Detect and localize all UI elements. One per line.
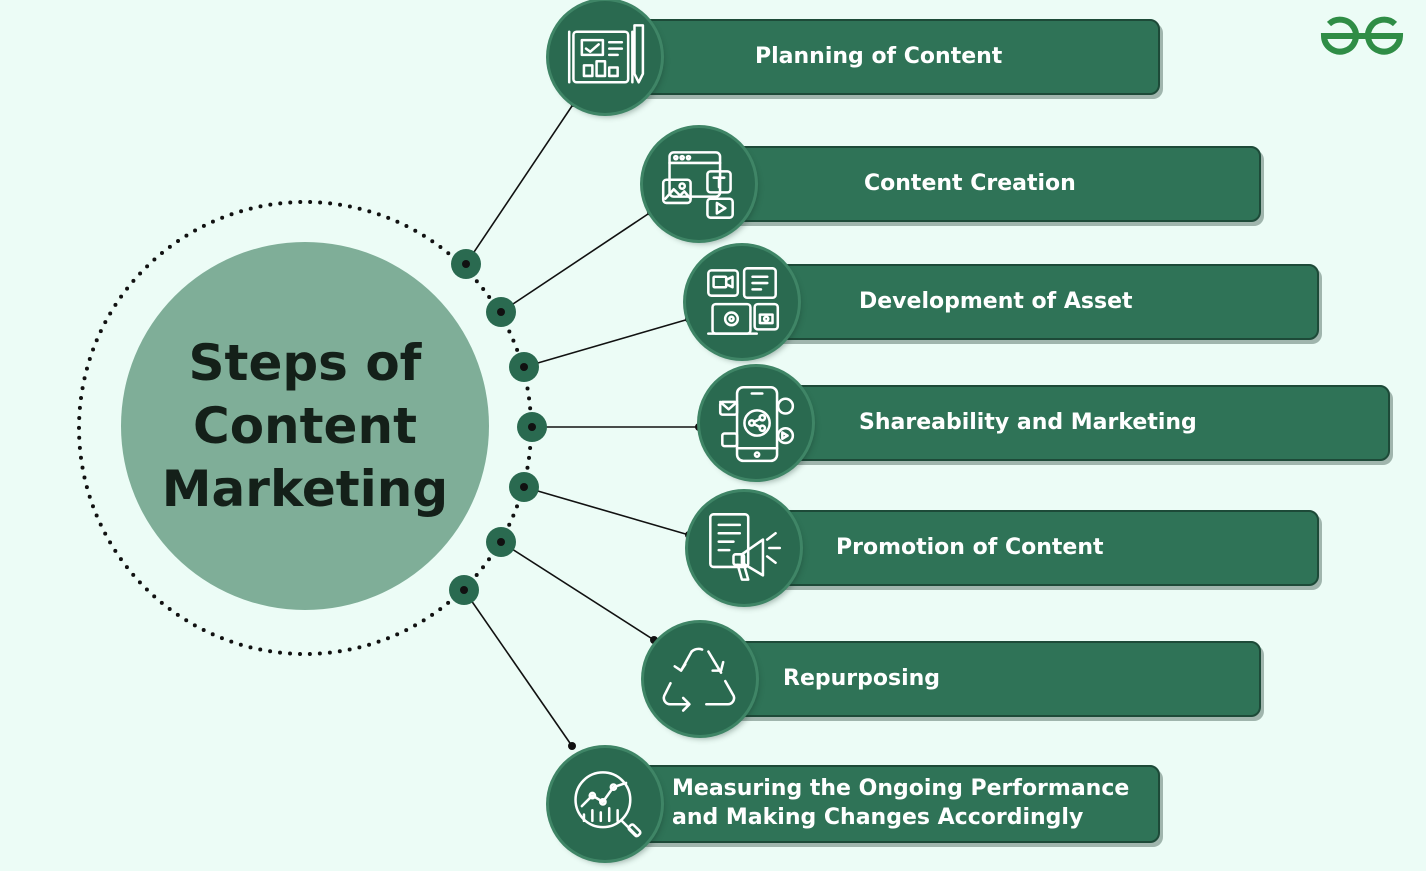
planning-board-icon	[549, 1, 661, 113]
step-bar: Development of Asset	[745, 264, 1319, 340]
orbit-node-dot	[460, 586, 468, 594]
connector-line	[500, 211, 652, 313]
step-label: Content Creation	[864, 170, 1076, 196]
orbit-node-dot	[497, 538, 505, 546]
step-label: Measuring the Ongoing Performance and Ma…	[672, 776, 1130, 830]
step-bar: Promotion of Content	[745, 510, 1319, 586]
recycle-icon	[644, 623, 756, 735]
step-bar: Planning of Content	[600, 19, 1160, 95]
step-bar: Repurposing	[700, 641, 1261, 717]
connector-end-dot	[568, 742, 576, 750]
connector-line	[463, 589, 573, 747]
step-label: Shareability and Marketing	[859, 409, 1197, 435]
orbit-node-dot	[520, 483, 528, 491]
hub-circle	[121, 242, 489, 610]
step-bar: Content Creation	[700, 146, 1261, 222]
mobile-share-icon	[700, 367, 812, 479]
step-bar: Measuring the Ongoing Performance and Ma…	[600, 765, 1160, 843]
analytics-magnifier-icon	[549, 748, 661, 860]
connector-line	[523, 486, 690, 536]
orbit-node-dot	[462, 260, 470, 268]
asset-devices-icon	[686, 246, 798, 358]
orbit-node-dot	[528, 423, 536, 431]
connector-line	[465, 102, 575, 265]
connector-line	[500, 541, 655, 641]
step-label: Repurposing	[783, 665, 941, 691]
connector-line	[523, 318, 690, 368]
connector-end-dot	[650, 636, 658, 644]
orbit-node-dot	[520, 363, 528, 371]
step-label: Planning of Content	[755, 43, 1003, 69]
step-bar: Shareability and Marketing	[755, 385, 1390, 461]
step-label: Promotion of Content	[836, 534, 1104, 560]
media-content-icon	[643, 128, 755, 240]
geeksforgeeks-logo	[1320, 16, 1404, 55]
megaphone-document-icon	[688, 492, 800, 604]
orbit-node-dot	[497, 308, 505, 316]
hub-title: Steps of Content Marketing	[161, 333, 449, 518]
step-label: Development of Asset	[859, 288, 1133, 314]
